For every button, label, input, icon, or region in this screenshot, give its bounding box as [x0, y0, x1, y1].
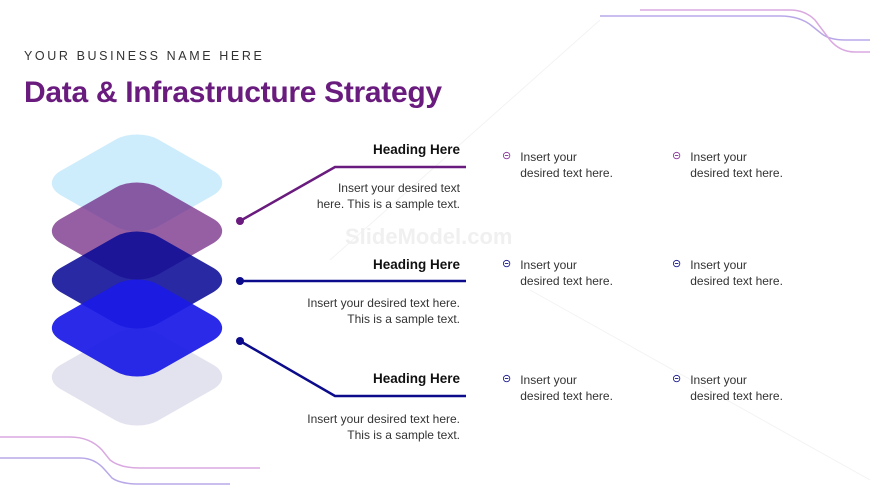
heading-3: Heading Here	[372, 371, 460, 386]
watermark: SlideModel.com	[345, 224, 513, 249]
connector-3	[239, 339, 466, 398]
heading-1: Heading Here	[372, 142, 460, 157]
connector-1	[239, 165, 466, 223]
circle-arrow-right-icon: ⊝	[502, 150, 512, 162]
desc-3: Insert your desired text here.This is a …	[307, 412, 460, 442]
circle-arrow-right-icon: ⊝	[672, 373, 682, 385]
circle-arrow-right-icon: ⊝	[502, 258, 512, 270]
heading-2: Heading Here	[372, 257, 460, 272]
desc-2: Insert your desired text here.This is a …	[307, 296, 460, 326]
business-name: YOUR BUSINESS NAME HERE	[24, 49, 265, 63]
page-title: Data & Infrastructure Strategy	[24, 76, 442, 109]
circle-arrow-right-icon: ⊝	[672, 150, 682, 162]
circle-arrow-right-icon: ⊝	[672, 258, 682, 270]
circle-arrow-right-icon: ⊝	[502, 373, 512, 385]
